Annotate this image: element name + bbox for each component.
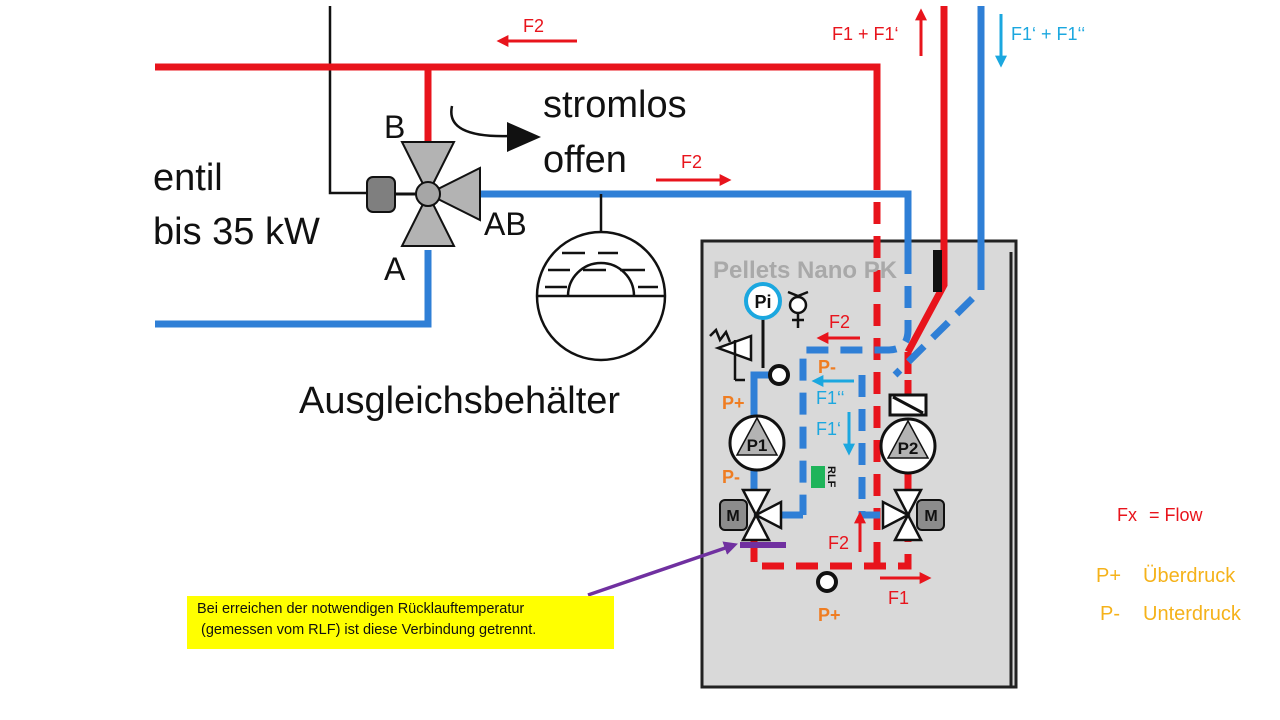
flow-f1pp: F1‘‘ xyxy=(816,388,845,408)
pressure-p-minus-left: P- xyxy=(722,467,740,487)
boiler-title: Pellets Nano PK xyxy=(713,257,898,284)
pressure-gauge xyxy=(744,282,782,368)
pump-p2 xyxy=(879,417,937,475)
flow-arrows xyxy=(496,8,1007,584)
legend-p-minus-text: Unterdruck xyxy=(1143,603,1242,625)
pressure-p-plus-left: P+ xyxy=(722,393,745,413)
note-pointer-arrow xyxy=(587,541,738,597)
expansion-tank-label: Ausgleichsbehälter xyxy=(299,380,620,422)
port-ab-label: AB xyxy=(484,206,527,242)
pressure-p-plus-bottom: P+ xyxy=(818,605,841,625)
diverter-valve xyxy=(366,141,481,247)
supply-pipes-internal xyxy=(750,168,912,570)
flow-f1-low: F1 xyxy=(888,588,909,608)
safety-valve-icon xyxy=(709,327,753,382)
air-vent-icon xyxy=(787,290,809,328)
flue-connector xyxy=(933,250,942,292)
flow-f1p-f1pp: F1‘ + F1‘‘ xyxy=(1011,24,1085,44)
pump-p1 xyxy=(728,414,786,472)
supply-pipes xyxy=(155,6,948,354)
pressure-p-minus-top: P- xyxy=(818,357,836,377)
legend-fx: Fx xyxy=(1117,505,1137,525)
valve-power-label: bis 35 kW xyxy=(153,211,320,253)
control-wire xyxy=(328,6,368,195)
connection-point-bottom xyxy=(816,571,838,593)
legend-p-plus: P+ xyxy=(1096,565,1121,587)
note-line-1: Bei erreichen der notwendigen Rücklaufte… xyxy=(197,601,525,617)
offen-label: offen xyxy=(543,139,627,181)
flow-f1-f1p: F1 + F1‘ xyxy=(832,24,899,44)
legend-p-plus-text: Überdruck xyxy=(1143,565,1236,587)
flow-f2-mid: F2 xyxy=(681,152,702,172)
note-box: Bei erreichen der notwendigen Rücklaufte… xyxy=(187,596,614,649)
legend: Fx = Flow P+ Überdruck P- Unterdruck xyxy=(1096,505,1242,625)
pi-label: Pi xyxy=(754,292,771,312)
port-b-label: B xyxy=(384,109,405,145)
flow-f1p: F1‘ xyxy=(816,419,841,439)
solenoid-valve-icon xyxy=(888,393,928,417)
return-temp-sensor xyxy=(811,466,825,488)
stromlos-label: stromlos xyxy=(543,84,687,126)
flow-f2-top: F2 xyxy=(523,16,544,36)
legend-p-minus: P- xyxy=(1100,603,1120,625)
connection-point-top xyxy=(768,364,790,386)
expansion-tank xyxy=(535,230,667,362)
mixing-valve-left xyxy=(719,488,783,542)
port-a-label: A xyxy=(384,251,406,287)
stromlos-arrow xyxy=(450,105,541,152)
note-line-2: (gemessen vom RLF) ist diese Verbindung … xyxy=(201,622,537,638)
return-pipes xyxy=(155,6,985,328)
m-left-label: M xyxy=(726,508,739,525)
flow-f2-low: F2 xyxy=(828,533,849,553)
mixing-valve-right xyxy=(881,488,945,542)
legend-flow: = Flow xyxy=(1149,505,1204,525)
rlf-label: RLF xyxy=(825,466,837,488)
p1-label: P1 xyxy=(747,436,768,455)
valve-fragment-label: entil xyxy=(153,157,223,199)
flow-f2-box: F2 xyxy=(829,312,850,332)
p2-label: P2 xyxy=(898,439,919,458)
m-right-label: M xyxy=(924,508,937,525)
